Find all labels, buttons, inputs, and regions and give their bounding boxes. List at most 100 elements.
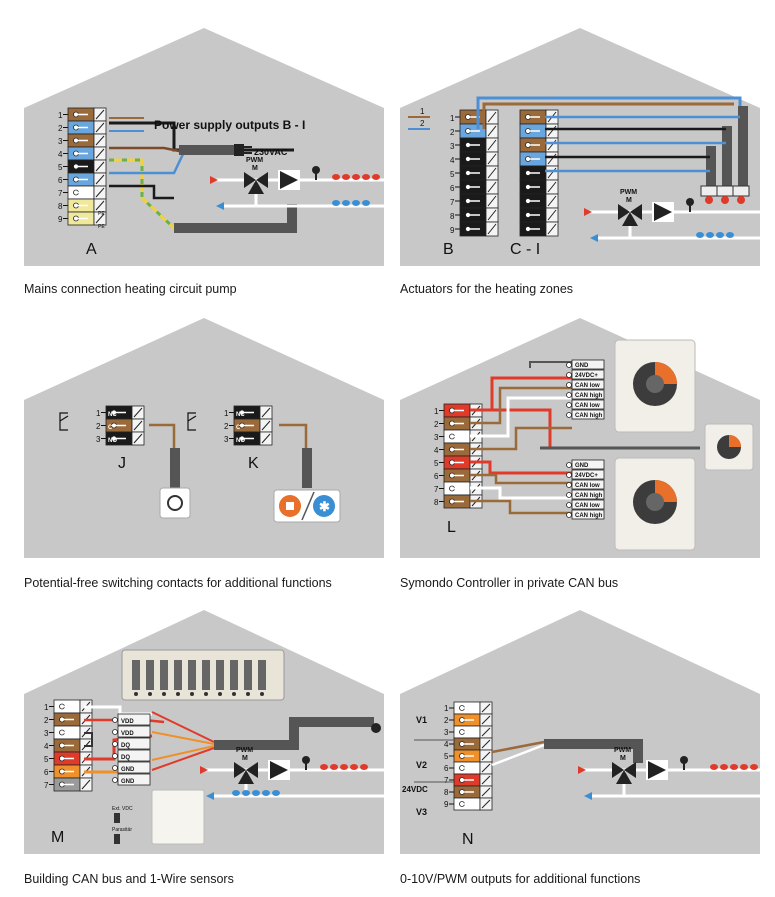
- svg-text:PWM: PWM: [614, 747, 631, 754]
- svg-text:M: M: [620, 755, 626, 762]
- left-terminal-1: 1: [420, 107, 425, 116]
- svg-text:CAN low: CAN low: [575, 483, 600, 489]
- svg-text:3: 3: [96, 435, 101, 444]
- terminal-termN-7: 7: [444, 773, 493, 787]
- svg-text:24VDC+: 24VDC+: [575, 373, 598, 379]
- svg-text:NO: NO: [236, 438, 245, 444]
- thermostat-icon: [167, 495, 183, 511]
- svg-text:M: M: [242, 755, 248, 762]
- svg-text:6: 6: [434, 472, 439, 481]
- power-supply-title: Power supply outputs B - I: [154, 118, 305, 132]
- terminal-letter-j: J: [118, 455, 126, 472]
- caption-switching-contacts: Potential-free switching contacts for ad…: [24, 576, 332, 590]
- svg-text:5: 5: [450, 170, 455, 179]
- svg-text:NC: NC: [108, 412, 117, 418]
- bus-connector-busL: CAN low: [566, 499, 605, 510]
- svg-text:VDD: VDD: [121, 719, 134, 725]
- svg-text:CAN high: CAN high: [575, 493, 603, 499]
- temperature-sensor-icon: [686, 198, 694, 212]
- terminal-termB-9: 9: [450, 221, 499, 237]
- svg-text:4: 4: [434, 446, 439, 455]
- svg-text:1: 1: [444, 704, 449, 713]
- svg-text:CAN low: CAN low: [575, 383, 600, 389]
- svg-text:4: 4: [58, 150, 63, 159]
- svg-text:CAN high: CAN high: [575, 513, 603, 519]
- svg-text:2: 2: [444, 716, 449, 725]
- terminal-termB-3: 3: [450, 137, 499, 153]
- bus-connector-busL: CAN high: [566, 389, 605, 400]
- terminal-termN-9: 9: [444, 797, 493, 811]
- caption-symondo-controller: Symondo Controller in private CAN bus: [400, 576, 619, 590]
- svg-text:M: M: [626, 197, 632, 204]
- svg-text:CAN low: CAN low: [575, 403, 600, 409]
- svg-text:7: 7: [58, 189, 63, 198]
- svg-text:3: 3: [58, 137, 63, 146]
- terminal-termC-8: [519, 207, 559, 223]
- svg-text:3: 3: [434, 433, 439, 442]
- terminal-termM-5: 5: [44, 751, 93, 766]
- svg-text:DQ: DQ: [121, 755, 130, 761]
- svg-text:3: 3: [450, 142, 455, 151]
- svg-text:6: 6: [450, 184, 455, 193]
- svg-text:GND: GND: [121, 767, 135, 773]
- svg-text:C: C: [236, 425, 241, 431]
- group-label-v2: V2: [416, 760, 427, 770]
- svg-text:5: 5: [434, 459, 439, 468]
- bus-connector-busL: GND: [566, 359, 605, 370]
- svg-text:2: 2: [44, 716, 49, 725]
- terminal-letter-m: M: [51, 829, 64, 846]
- bus-connector-busL: 24VDC+: [566, 469, 605, 480]
- svg-text:CAN high: CAN high: [575, 393, 603, 399]
- terminal-letter-a: A: [86, 241, 97, 258]
- terminal-termC-7: [519, 193, 559, 209]
- plug-label: 230VAC: [254, 147, 288, 157]
- terminal-termA-4: 4: [58, 146, 107, 161]
- svg-text:5: 5: [58, 163, 63, 172]
- svg-text:NO: NO: [108, 438, 117, 444]
- terminal-termA-5: 5: [58, 159, 107, 174]
- svg-text:7: 7: [434, 485, 439, 494]
- svg-text:1: 1: [44, 703, 49, 712]
- bus-connector-busM: GND: [112, 773, 151, 786]
- pump-icon: [646, 760, 668, 780]
- terminal-letter-b: B: [443, 241, 454, 258]
- svg-text:2: 2: [224, 422, 229, 431]
- terminal-termA-7: 7: [58, 185, 107, 200]
- svg-text:1: 1: [96, 409, 101, 418]
- svg-text:1: 1: [58, 111, 63, 120]
- svg-text:7: 7: [444, 776, 449, 785]
- svg-text:9: 9: [444, 800, 449, 809]
- group-label-v3: V3: [416, 807, 427, 817]
- terminal-termB-7: 7: [450, 193, 499, 209]
- svg-text:PE: PE: [98, 211, 105, 217]
- pump-icon: [278, 170, 300, 190]
- svg-text:VDD: VDD: [121, 731, 134, 737]
- terminal-termB-4: 4: [450, 151, 499, 167]
- svg-text:PWM: PWM: [246, 157, 263, 164]
- bus-connector-busM: GND: [112, 761, 151, 774]
- svg-text:4: 4: [450, 156, 455, 165]
- svg-text:8: 8: [58, 202, 63, 211]
- terminal-letter-n: N: [462, 831, 474, 848]
- svg-text:DQ: DQ: [121, 743, 130, 749]
- terminal-termK-2: 2: [224, 418, 273, 433]
- svg-text:1: 1: [224, 409, 229, 418]
- terminal-termN-8: 8: [444, 785, 493, 799]
- bus-connector-busL: CAN high: [566, 509, 605, 520]
- svg-text:PWM: PWM: [236, 747, 253, 754]
- terminal-letter-l: L: [447, 519, 456, 536]
- bus-connector-busL: CAN low: [566, 399, 605, 410]
- terminal-termN-4: 4: [444, 737, 493, 751]
- pump-icon: [268, 760, 290, 780]
- terminal-termA-9: 9: [58, 211, 107, 226]
- svg-text:7: 7: [450, 198, 455, 207]
- svg-text:4: 4: [44, 742, 49, 751]
- svg-text:9: 9: [58, 215, 63, 224]
